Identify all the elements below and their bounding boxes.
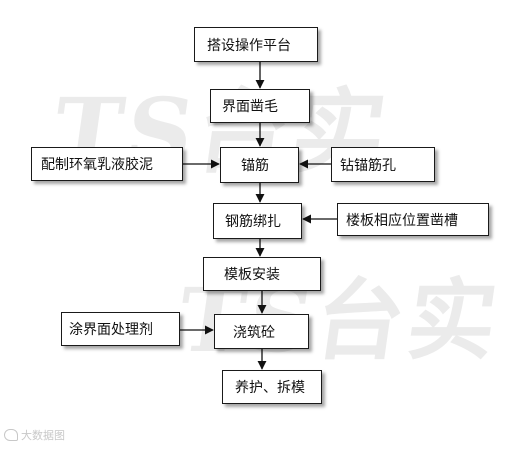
step-label: 锚筋: [241, 158, 269, 174]
step-label: 养护、拆模: [235, 380, 305, 396]
input-prepare-epoxy-glue: 配制环氧乳液胶泥: [31, 147, 183, 181]
step-label: 钢筋绑扎: [225, 214, 281, 230]
step-anchor-bars: 锚筋: [220, 147, 299, 183]
input-label: 涂界面处理剂: [69, 322, 153, 338]
source-logo: 大数据图: [4, 426, 65, 444]
input-drill-anchor-holes: 钻锚筋孔: [331, 147, 435, 182]
step-label: 浇筑砼: [233, 324, 275, 341]
step-chisel-interface: 界面凿毛: [210, 89, 310, 123]
step-build-platform: 搭设操作平台: [194, 27, 318, 62]
input-label: 配制环氧乳液胶泥: [41, 157, 153, 173]
input-chisel-slab-grooves: 楼板相应位置凿槽: [337, 203, 489, 236]
input-label: 楼板相应位置凿槽: [346, 212, 458, 229]
step-label: 界面凿毛: [222, 99, 278, 115]
chat-bubble-icon: [4, 429, 18, 441]
step-rebar-binding: 钢筋绑扎: [213, 203, 302, 239]
step-cure-and-strip: 养护、拆模: [222, 370, 322, 404]
step-label: 搭设操作平台: [207, 37, 291, 54]
step-formwork-install: 模板安装: [203, 257, 321, 291]
input-coat-interface-agent: 涂界面处理剂: [61, 312, 180, 346]
step-label: 模板安装: [224, 267, 280, 283]
step-pour-concrete: 浇筑砼: [214, 314, 309, 349]
input-label: 钻锚筋孔: [340, 157, 396, 174]
source-logo-text: 大数据图: [21, 429, 65, 442]
